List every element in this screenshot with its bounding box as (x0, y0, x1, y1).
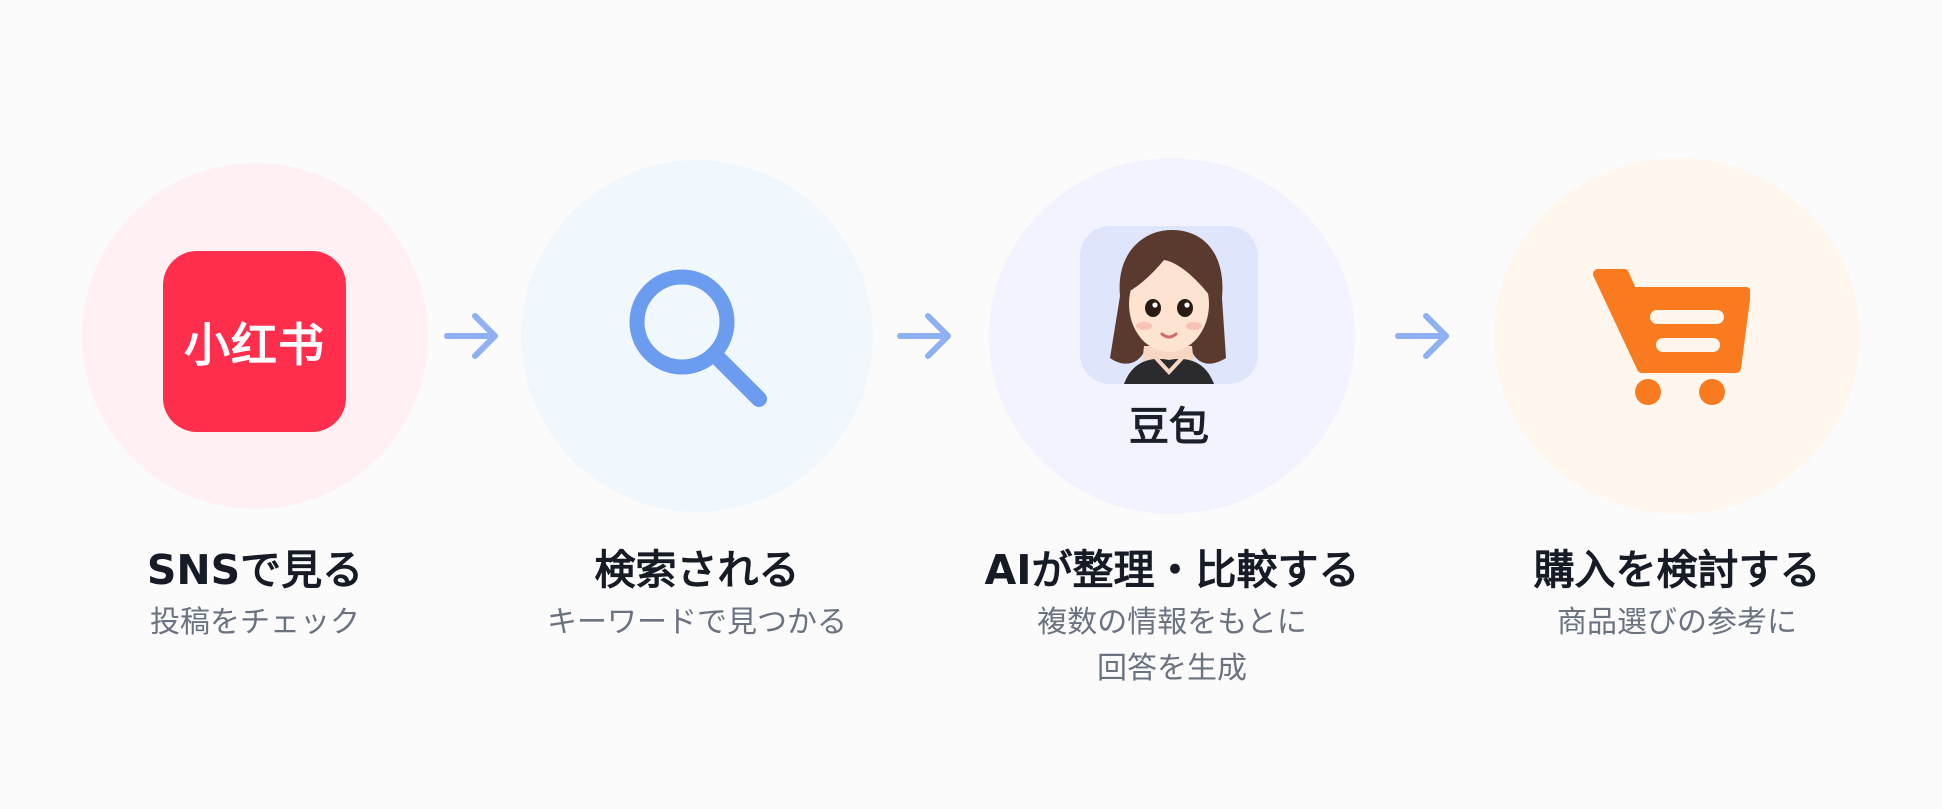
step-2-title: 検索される (594, 546, 800, 594)
step-4-title: 購入を検討する (1533, 546, 1821, 594)
description-line: 複数の情報をもとに (1037, 605, 1307, 640)
description-line: 回答を生成 (1097, 651, 1247, 686)
logo-text: 小红书 (184, 317, 325, 372)
xiaohongshu-logo-icon: 小红书 (163, 251, 346, 432)
arrow-right-icon (444, 313, 498, 359)
description-line: 投稿をチェック (150, 605, 360, 640)
step-1-description: 投稿をチェック (45, 600, 465, 646)
step-1-title: SNSで見る (146, 546, 364, 594)
step-2-circle (521, 160, 873, 512)
arrow-right-icon (1395, 313, 1449, 359)
search-icon (629, 269, 767, 407)
step-3-title: AIが整理・比較する (984, 546, 1360, 594)
doubao-avatar-icon (1080, 226, 1258, 384)
step-4-description: 商品選びの参考に (1467, 600, 1887, 646)
doubao-label: 豆包 (1129, 404, 1209, 450)
step-3-description: 複数の情報をもとに 回答を生成 (962, 600, 1382, 692)
step-2-description: キーワードで見つかる (487, 600, 907, 646)
description-line: キーワードで見つかる (547, 605, 847, 640)
shopping-cart-icon (1593, 269, 1750, 405)
arrow-right-icon (897, 313, 951, 359)
description-line: 商品選びの参考に (1557, 605, 1797, 640)
